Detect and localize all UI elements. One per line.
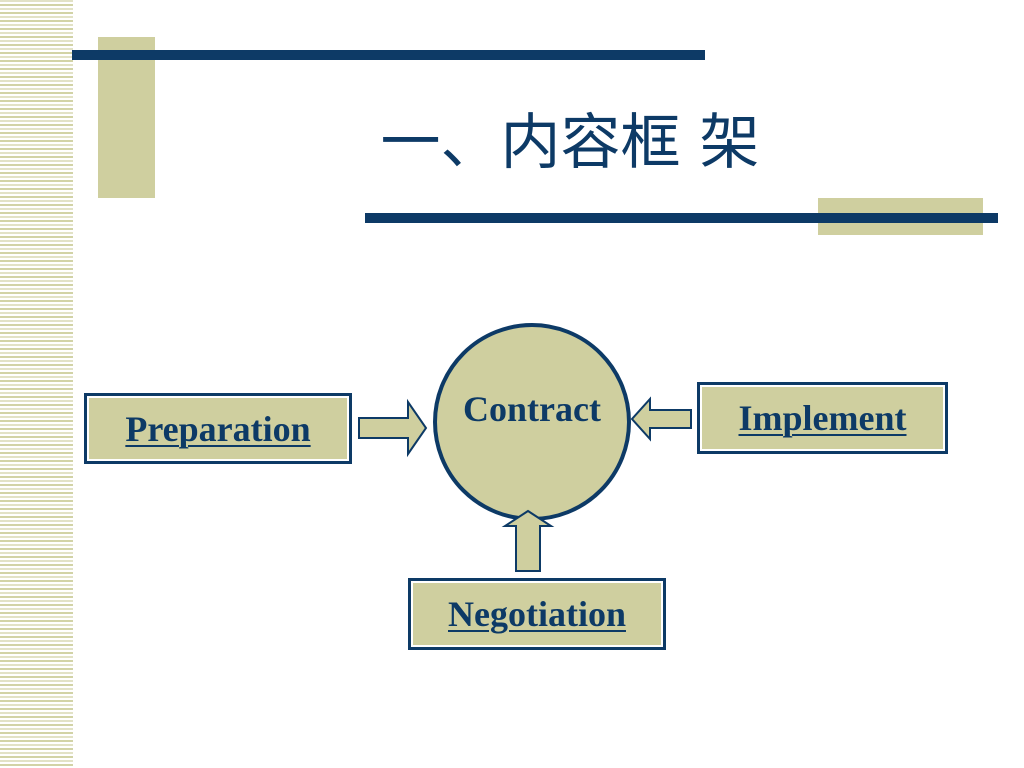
arrow-right-icon bbox=[358, 398, 428, 458]
contract-label: Contract bbox=[463, 389, 601, 429]
arrow-left-icon bbox=[630, 396, 692, 442]
preparation-label[interactable]: Preparation bbox=[125, 408, 311, 449]
title-accent-block-left bbox=[98, 37, 155, 198]
negotiation-label[interactable]: Negotiation bbox=[448, 594, 626, 634]
negotiation-box[interactable]: Negotiation bbox=[408, 578, 666, 650]
title-rule-bottom bbox=[365, 213, 998, 223]
preparation-box[interactable]: Preparation bbox=[84, 393, 352, 464]
implement-box[interactable]: Implement bbox=[697, 382, 948, 454]
arrow-up-icon bbox=[501, 509, 555, 572]
title-rule-top bbox=[72, 50, 705, 60]
left-stripe-decoration bbox=[0, 0, 73, 768]
slide-title: 一、内容框 架 bbox=[380, 108, 760, 178]
implement-label[interactable]: Implement bbox=[738, 398, 907, 438]
